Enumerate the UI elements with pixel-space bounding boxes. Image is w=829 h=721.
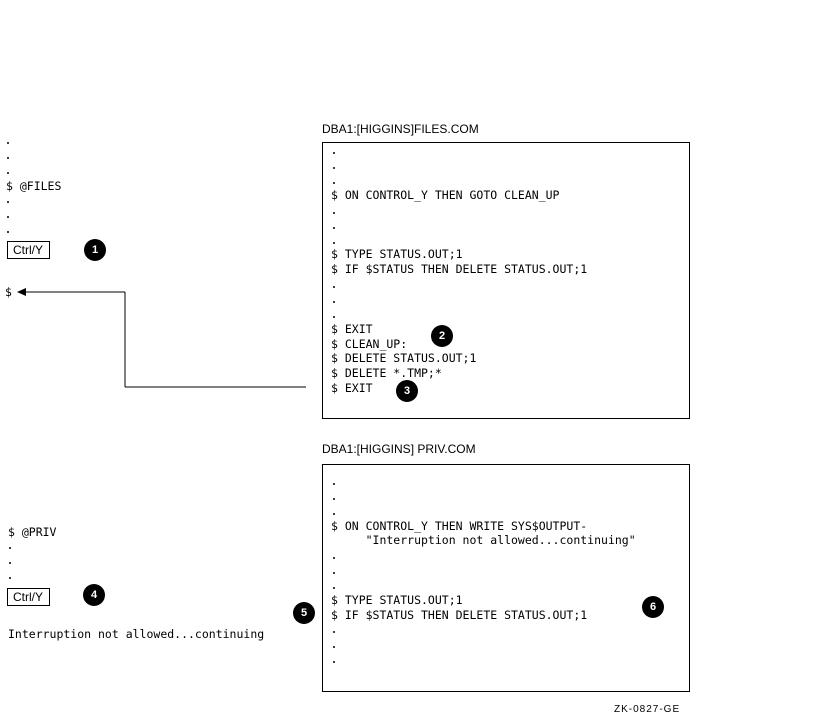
- ellipsis-dot: [7, 230, 11, 234]
- ellipsis-dot: [7, 171, 11, 175]
- code-line: $ DELETE STATUS.OUT;1: [331, 351, 477, 365]
- ellipsis-dot: [333, 482, 337, 486]
- callout-4: 4: [83, 584, 105, 606]
- callout-3: 3: [396, 380, 418, 402]
- callout-5: 5: [293, 602, 315, 624]
- ellipsis-dot: [7, 215, 11, 219]
- callout-2: 2: [431, 325, 453, 347]
- ellipsis-dot: [333, 241, 337, 245]
- code-line: $ DELETE *.TMP;*: [331, 366, 442, 380]
- code-line: $ CLEAN_UP:: [331, 337, 408, 351]
- priv-panel: $ ON CONTROL_Y THEN WRITE SYS$OUTPUT- "I…: [322, 464, 690, 692]
- code-line: $ TYPE STATUS.OUT;1: [331, 593, 463, 607]
- callout-1: 1: [84, 239, 106, 261]
- callout-6: 6: [642, 596, 664, 618]
- priv-panel-title: DBA1:[HIGGINS] PRIV.COM: [322, 442, 476, 456]
- ellipsis-dot: [7, 156, 11, 160]
- ellipsis-dot: [333, 300, 337, 304]
- ellipsis-dot: [333, 630, 337, 634]
- ellipsis-dot: [9, 576, 13, 580]
- terminal-command-priv: $ @PRIV: [8, 525, 57, 539]
- figure-id: ZK-0827-GE: [614, 704, 681, 715]
- ellipsis-dot: [333, 512, 337, 516]
- code-line: $ IF $STATUS THEN DELETE STATUS.OUT;1: [331, 608, 588, 622]
- ctrl-y-key: Ctrl/Y: [7, 588, 50, 606]
- ellipsis-dot: [333, 645, 337, 649]
- ellipsis-dot: [333, 166, 337, 170]
- ellipsis-dot: [333, 571, 337, 575]
- ellipsis-dot: [333, 660, 337, 664]
- terminal-message: Interruption not allowed...continuing: [8, 627, 265, 641]
- ellipsis-dot: [333, 285, 337, 289]
- ellipsis-dot: [9, 561, 13, 565]
- ellipsis-dot: [333, 315, 337, 319]
- ellipsis-dot: [9, 546, 13, 550]
- ctrl-y-key: Ctrl/Y: [7, 241, 50, 259]
- code-line: "Interruption not allowed...continuing": [331, 533, 636, 547]
- files-panel-title: DBA1:[HIGGINS]FILES.COM: [322, 122, 479, 136]
- ellipsis-dot: [7, 141, 11, 145]
- ellipsis-dot: [333, 586, 337, 590]
- files-panel: $ ON CONTROL_Y THEN GOTO CLEAN_UP $ TYPE…: [322, 142, 690, 419]
- ellipsis-dot: [333, 181, 337, 185]
- ellipsis-dot: [333, 151, 337, 155]
- terminal-prompt: $: [5, 285, 12, 299]
- ellipsis-dot: [333, 226, 337, 230]
- ellipsis-dot: [7, 200, 11, 204]
- ellipsis-dot: [333, 211, 337, 215]
- terminal-command-files: $ @FILES: [6, 179, 62, 193]
- code-line: $ EXIT: [331, 381, 373, 395]
- code-line: $ IF $STATUS THEN DELETE STATUS.OUT;1: [331, 262, 588, 276]
- code-line: $ ON CONTROL_Y THEN WRITE SYS$OUTPUT-: [331, 519, 588, 533]
- ellipsis-dot: [333, 556, 337, 560]
- code-line: $ TYPE STATUS.OUT;1: [331, 247, 463, 261]
- code-line: $ ON CONTROL_Y THEN GOTO CLEAN_UP: [331, 188, 560, 202]
- code-line: $ EXIT: [331, 322, 373, 336]
- ellipsis-dot: [333, 497, 337, 501]
